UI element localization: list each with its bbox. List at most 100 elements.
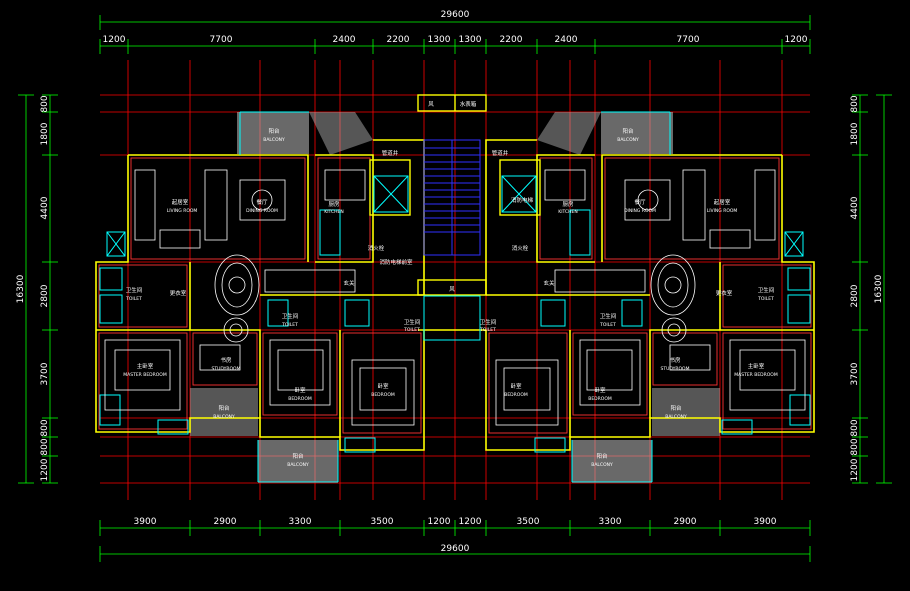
dim-bottom-total: 29600 <box>441 544 470 554</box>
label-entrance: 玄关 <box>343 279 355 287</box>
label-fire-hydrant-r: 消火栓 <box>512 244 529 252</box>
unit-left <box>95 111 425 483</box>
dim-top-5: 1300 <box>428 35 451 45</box>
label-balcony-side-en: BALCONY <box>213 414 235 420</box>
label-balcony-bottom-cn: 阳台 <box>292 452 304 460</box>
label-study-r-cn: 书房 <box>669 356 681 364</box>
label-balcony-bottom-r-cn: 阳台 <box>596 452 608 460</box>
dim-left-5: 3700 <box>40 362 50 385</box>
label-study-cn: 书房 <box>220 356 232 364</box>
dim-right-8: 1200 <box>850 458 860 481</box>
dim-top-1: 1200 <box>103 35 126 45</box>
dim-left-7: 800 <box>40 438 50 455</box>
label-pipe-shaft-r: 管道井 <box>492 149 509 157</box>
dim-bottom-10: 3900 <box>754 517 777 527</box>
dim-left-3: 4400 <box>40 196 50 219</box>
dim-right-1: 800 <box>850 95 860 112</box>
label-kitchen-r-cn: 厨房 <box>562 200 574 208</box>
bottom-dimension-labels: 3900 2900 3300 3500 1200 1200 3500 3300 … <box>134 517 777 527</box>
label-bedroom-1-cn: 卧室 <box>294 386 306 394</box>
label-balcony-side-r-en: BALCONY <box>665 414 687 420</box>
dim-top-6: 1300 <box>459 35 482 45</box>
dim-left-1: 800 <box>40 95 50 112</box>
dim-left-6: 800 <box>40 419 50 436</box>
label-toilet-2-en: TOILET <box>281 322 298 328</box>
label-toilet-r2-cn: 卫生间 <box>600 312 617 320</box>
label-toilet-r2-en: TOILET <box>599 322 616 328</box>
label-toilet-3-cn: 卫生间 <box>404 318 421 326</box>
bottom-balcony-left <box>258 440 338 482</box>
dim-right-4: 2800 <box>850 284 860 307</box>
dim-bottom-9: 2900 <box>674 517 697 527</box>
dim-bottom-7: 3500 <box>517 517 540 527</box>
label-living-cn: 起居室 <box>172 198 189 206</box>
dim-top-8: 2400 <box>555 35 578 45</box>
dim-right-7: 800 <box>850 438 860 455</box>
label-dining-r-cn: 餐厅 <box>634 198 646 206</box>
dim-left-8: 1200 <box>40 458 50 481</box>
dim-top-9: 7700 <box>677 35 700 45</box>
label-dining-en: DINING ROOM <box>246 208 278 214</box>
room-labels-right: 起居室 LIVING ROOM 餐厅 DINING ROOM 厨房 KITCHE… <box>479 127 778 468</box>
right-dimension-labels: 800 1800 4400 2800 3700 800 800 1200 <box>850 95 860 481</box>
dim-bottom-6: 1200 <box>459 517 482 527</box>
core <box>369 94 541 341</box>
label-water-tank: 水表箱 <box>460 100 477 108</box>
dim-top-10: 1200 <box>785 35 808 45</box>
label-balcony-bottom-en: BALCONY <box>287 462 309 468</box>
label-balcony-top-cn: 阳台 <box>268 127 280 135</box>
dim-top-3: 2400 <box>333 35 356 45</box>
label-dining-r-en: DINING ROOM <box>624 208 656 214</box>
label-bedroom-r2-en: BEDROOM <box>504 392 528 398</box>
dim-bottom-1: 3900 <box>134 517 157 527</box>
label-toilet-r3-en: TOILET <box>479 327 496 333</box>
dim-right-3: 4400 <box>850 196 860 219</box>
room-labels-left: 起居室 LIVING ROOM 餐厅 DINING ROOM 厨房 KITCHE… <box>123 127 420 468</box>
dim-right-2: 1800 <box>850 122 860 145</box>
label-living-r-en: LIVING ROOM <box>707 208 738 214</box>
dim-left-2: 1800 <box>40 122 50 145</box>
dim-left-4: 2800 <box>40 284 50 307</box>
label-bedroom-r1-en: BEDROOM <box>588 396 612 402</box>
label-balcony-top-r-cn: 阳台 <box>622 127 634 135</box>
label-kitchen-en: KITCHEN <box>324 209 344 215</box>
label-entrance-r: 玄关 <box>543 279 555 287</box>
dim-bottom-8: 3300 <box>599 517 622 527</box>
label-toilet-3-en: TOILET <box>403 327 420 333</box>
label-balcony-side-cn: 阳台 <box>218 404 230 412</box>
dim-right-6: 800 <box>850 419 860 436</box>
label-toilet-r1-en: TOILET <box>757 296 774 302</box>
dim-left-total: 16300 <box>16 274 26 303</box>
label-kitchen-cn: 厨房 <box>328 200 340 208</box>
dim-right-total: 16300 <box>874 274 884 303</box>
top-dimension-labels: 1200 7700 2400 2200 1300 1300 2200 2400 … <box>103 35 808 45</box>
label-living-en: LIVING ROOM <box>167 208 198 214</box>
label-pipe-shaft: 管道井 <box>382 149 399 157</box>
label-bedroom-1-en: BEDROOM <box>288 396 312 402</box>
label-fire-elevator: 消防电梯 <box>511 196 534 204</box>
dim-top-2: 7700 <box>210 35 233 45</box>
label-bedroom-r2-cn: 卧室 <box>510 382 522 390</box>
label-balcony-bottom-r-en: BALCONY <box>591 462 613 468</box>
dim-top-4: 2200 <box>387 35 410 45</box>
label-dining-cn: 餐厅 <box>256 198 268 206</box>
label-toilet-1-en: TOILET <box>125 296 142 302</box>
label-living-r-cn: 起居室 <box>714 198 731 206</box>
side-balcony-left <box>190 388 258 436</box>
label-toilet-1-cn: 卫生间 <box>126 286 143 294</box>
label-fire-front-room: 消防电梯前室 <box>379 258 413 266</box>
dim-bottom-5: 1200 <box>428 517 451 527</box>
label-wind-top: 风 <box>428 101 434 108</box>
label-bedroom-2-en: BEDROOM <box>371 392 395 398</box>
label-master-r-cn: 主卧室 <box>748 362 765 370</box>
dim-bottom-2: 2900 <box>214 517 237 527</box>
label-master-r-en: MASTER BEDROOM <box>734 372 778 378</box>
dim-right-5: 3700 <box>850 362 860 385</box>
top-balcony-left <box>237 112 309 154</box>
label-bedroom-r1-cn: 卧室 <box>594 386 606 394</box>
label-master-cn: 主卧室 <box>137 362 154 370</box>
label-wind-core: 风 <box>449 286 455 293</box>
label-toilet-2-cn: 卫生间 <box>282 312 299 320</box>
